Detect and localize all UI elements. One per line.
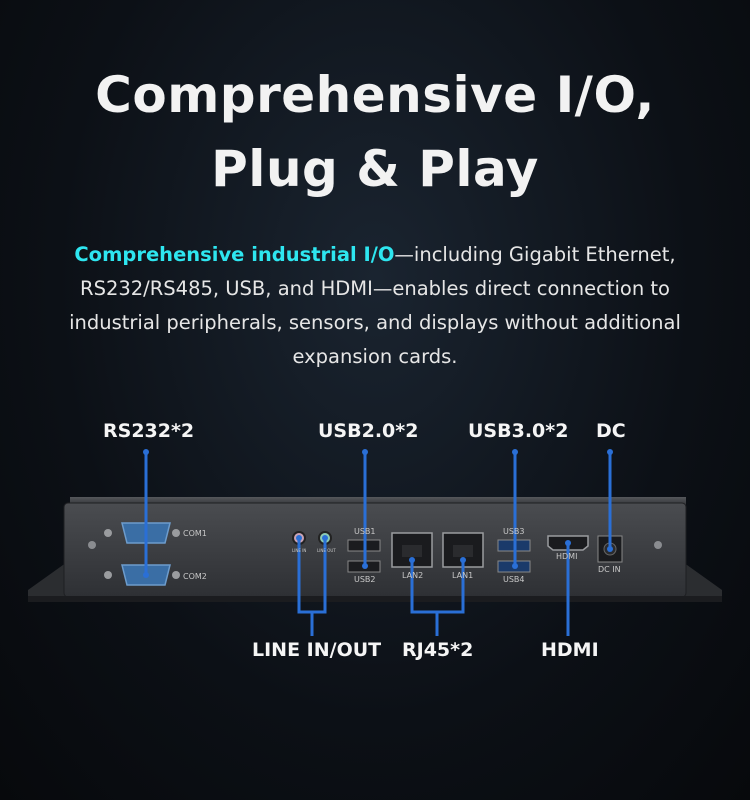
headline-line-2: Plug & Play <box>211 140 539 198</box>
callout-usb20: USB2.0*2 <box>318 420 419 442</box>
description-line-2: RS232/RS485, USB, and HDMI—enables direc… <box>80 277 670 300</box>
com1-port <box>104 522 180 544</box>
callout-hdmi: HDMI <box>541 639 599 661</box>
callout-lines <box>144 452 612 636</box>
usb1-label: USB1 <box>354 527 376 536</box>
right-bracket <box>680 560 722 600</box>
description-line-3: industrial peripherals, sensors, and dis… <box>69 311 681 334</box>
headline: Comprehensive I/O, Plug & Play <box>0 58 750 206</box>
description-line-4: expansion cards. <box>292 345 458 368</box>
lan1-label: LAN1 <box>452 571 473 580</box>
headline-line-1: Comprehensive I/O, <box>95 66 655 124</box>
left-bracket <box>28 560 70 600</box>
screw-icon <box>88 541 96 549</box>
com1-label: COM1 <box>183 529 207 538</box>
line-out-label: LINE OUT <box>317 548 336 553</box>
hdmi-port-label: HDMI <box>556 552 577 561</box>
callout-rj45: RJ45*2 <box>402 639 474 661</box>
callout-rs232: RS232*2 <box>103 420 195 442</box>
usb4-label: USB4 <box>503 575 525 584</box>
callout-usb30: USB3.0*2 <box>468 420 569 442</box>
callout-line-io: LINE IN/OUT <box>252 639 382 661</box>
description-line-1-rest: —including Gigabit Ethernet, <box>394 243 676 266</box>
description: Comprehensive industrial I/O—including G… <box>40 238 710 374</box>
dc-in-label: DC IN <box>598 565 621 574</box>
screw-icon <box>654 541 662 549</box>
com2-label: COM2 <box>183 572 207 581</box>
description-line-1: Comprehensive industrial I/O—including G… <box>40 238 710 272</box>
usb3-label: USB3 <box>503 527 525 536</box>
heatsink-fins <box>70 497 686 507</box>
description-highlight: Comprehensive industrial I/O <box>74 243 395 266</box>
callout-dc: DC <box>596 420 626 442</box>
usb2-label: USB2 <box>354 575 376 584</box>
lan2-label: LAN2 <box>402 571 423 580</box>
line-in-label: LINE IN <box>292 548 306 553</box>
